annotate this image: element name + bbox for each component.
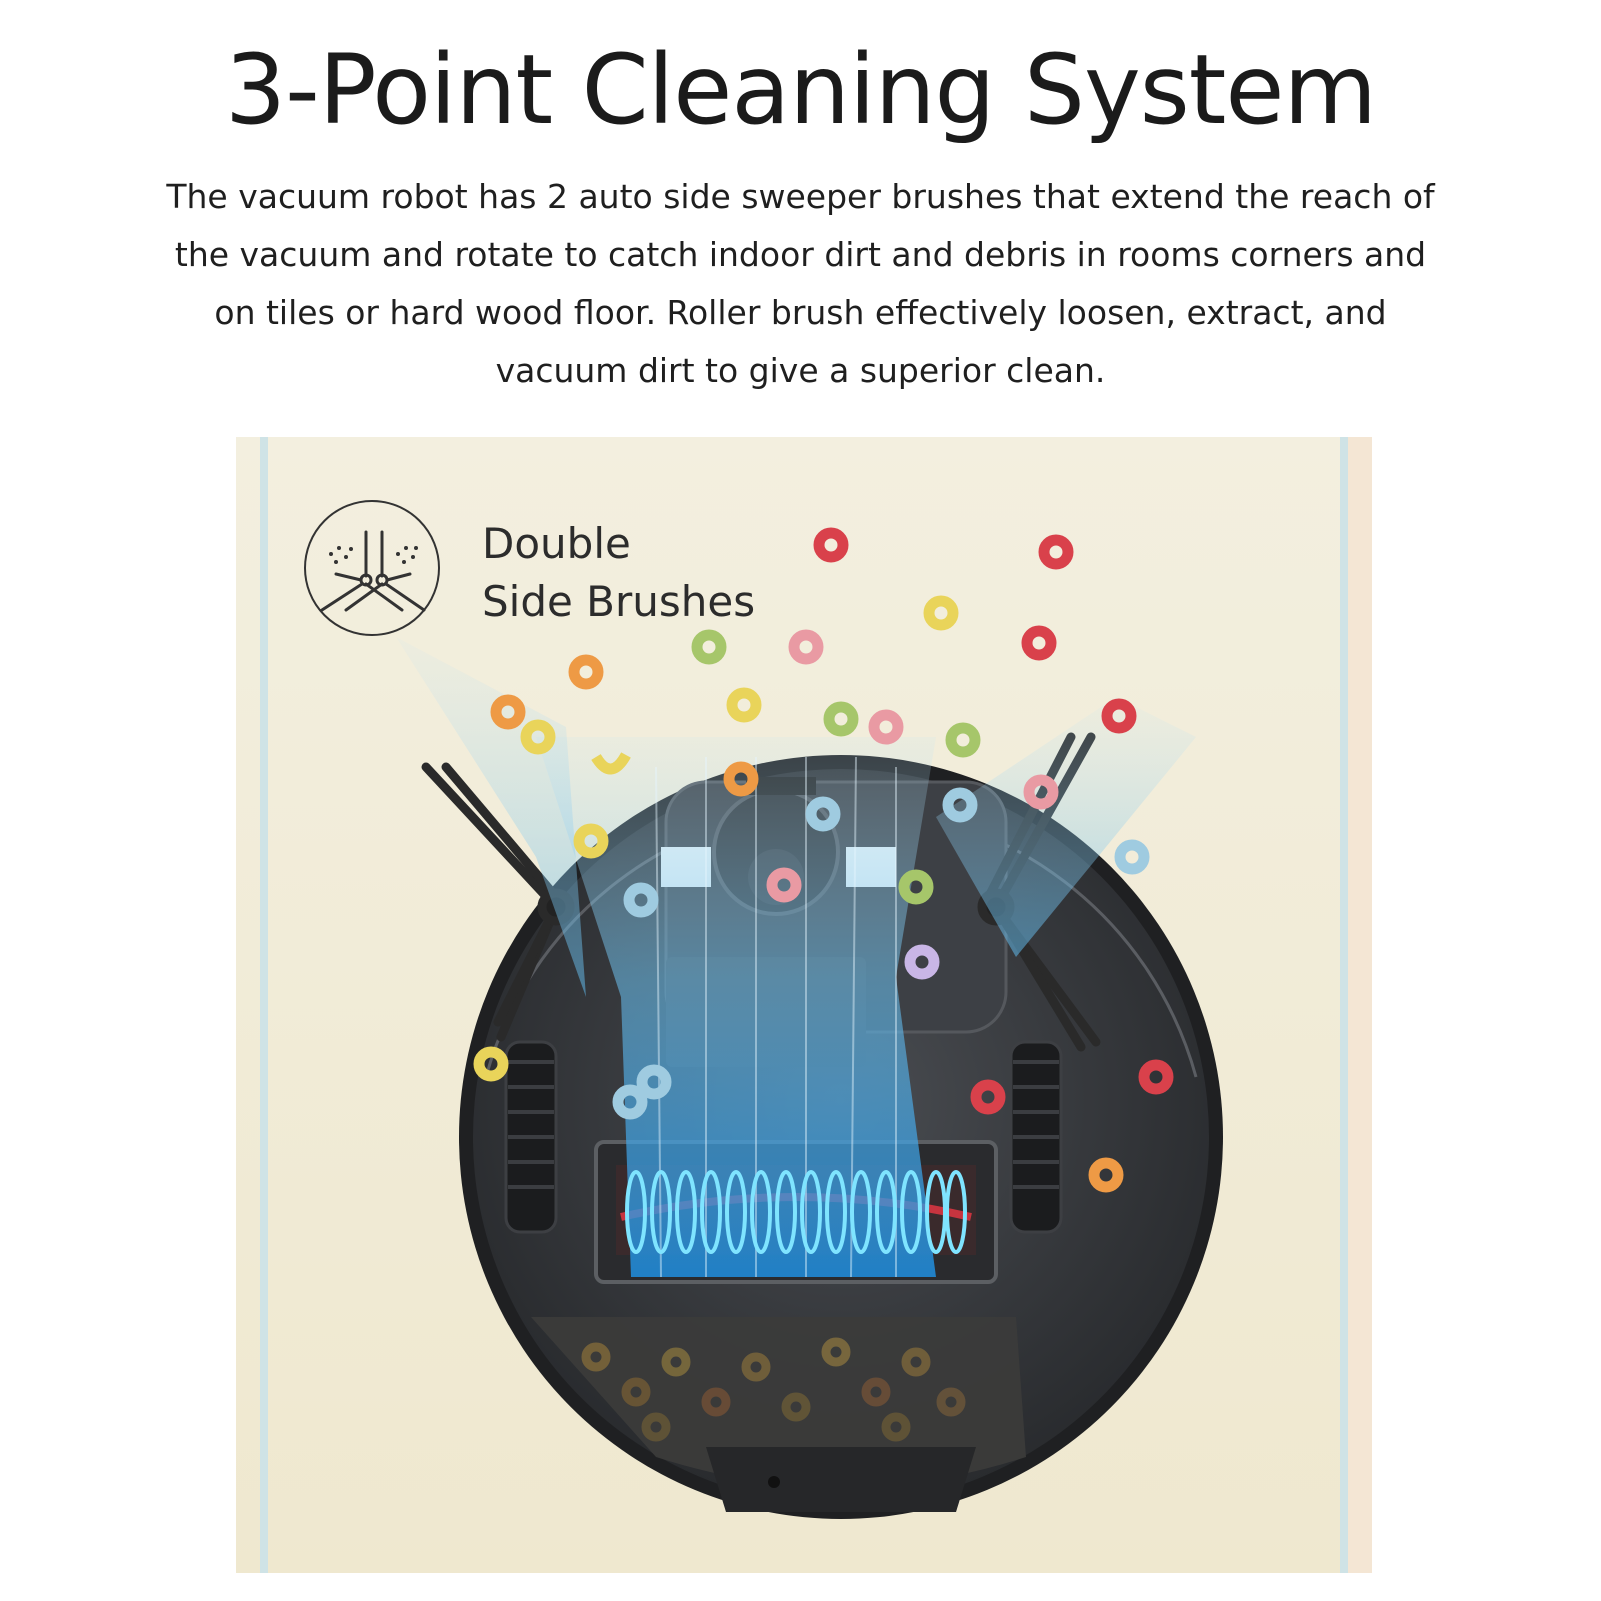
- description-line: on tiles or hard wood floor. Roller brus…: [214, 293, 1387, 332]
- right-airflow: [936, 697, 1196, 957]
- robot-vacuum-scene: [396, 527, 1223, 1519]
- description-line: the vacuum and rotate to catch indoor di…: [174, 235, 1427, 274]
- feature-label-line1: Double: [482, 519, 631, 568]
- side-brushes-icon: [304, 500, 440, 636]
- feature-label: Double Side Brushes: [482, 515, 842, 631]
- page-title: 3-Point Cleaning System: [225, 34, 1377, 146]
- left-border-stripe: [260, 437, 268, 1573]
- description-line: The vacuum robot has 2 auto side sweeper…: [166, 177, 1435, 216]
- cereal-debris: [473, 527, 1174, 1193]
- product-illustration: Double Side Brushes: [236, 437, 1372, 1573]
- roller-brush-glow: [625, 1170, 967, 1254]
- feature-label-line2: Side Brushes: [482, 577, 756, 626]
- bin-debris: [581, 1337, 966, 1442]
- description-line: vacuum dirt to give a superior clean.: [495, 351, 1106, 390]
- description: The vacuum robot has 2 auto side sweeper…: [120, 168, 1481, 400]
- right-edge-band: [1348, 437, 1372, 1573]
- center-airflow: [536, 737, 936, 1277]
- right-border-stripe: [1340, 437, 1348, 1573]
- left-side-brush: [421, 762, 575, 1042]
